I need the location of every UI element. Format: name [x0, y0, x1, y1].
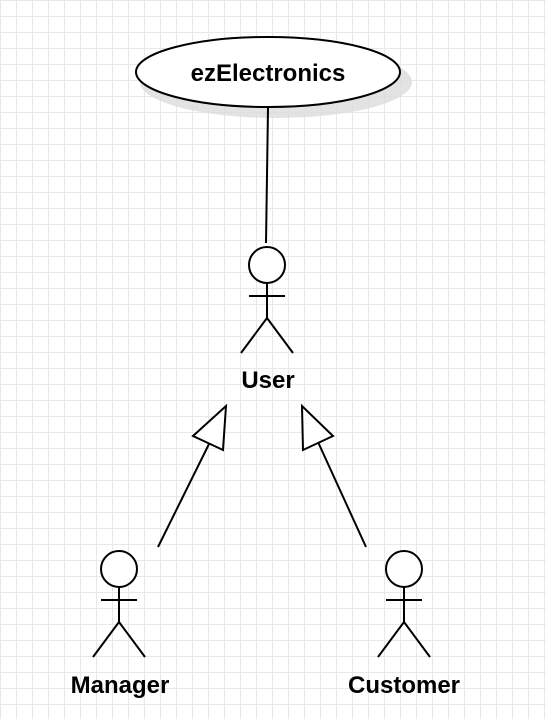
- generalization-manager-user[interactable]: [157, 403, 228, 548]
- use-case-label: ezElectronics: [191, 60, 346, 87]
- actor-manager-label: Manager: [71, 672, 170, 699]
- actor-customer-right-leg: [403, 621, 431, 658]
- use-case-ezelectronics[interactable]: ezElectronics: [135, 36, 412, 118]
- actor-manager-right-leg: [118, 621, 146, 658]
- use-case-ellipse: [135, 36, 401, 108]
- generalization-line-customer: [317, 441, 367, 548]
- actor-user-label: User: [241, 367, 294, 394]
- generalization-customer-user[interactable]: [300, 403, 367, 548]
- actor-customer-figure: [377, 550, 431, 658]
- actor-customer-label: Customer: [348, 672, 460, 699]
- actor-customer-left-leg: [377, 621, 405, 658]
- actor-manager[interactable]: Manager: [71, 550, 170, 699]
- association-line[interactable]: [265, 107, 269, 244]
- actor-user-right-leg: [266, 317, 294, 354]
- actor-customer-head: [385, 550, 423, 588]
- actor-user-figure: [240, 246, 294, 354]
- generalization-arrowhead-manager: [191, 403, 228, 452]
- actor-user[interactable]: User: [240, 246, 295, 394]
- actor-manager-figure: [92, 550, 146, 658]
- actor-manager-left-leg: [92, 621, 120, 658]
- actor-user-left-leg: [240, 317, 268, 354]
- actor-customer[interactable]: Customer: [348, 550, 460, 699]
- generalization-line-manager: [157, 441, 211, 548]
- actor-manager-head: [100, 550, 138, 588]
- actor-user-head: [248, 246, 286, 284]
- generalization-arrowhead-customer: [300, 403, 335, 452]
